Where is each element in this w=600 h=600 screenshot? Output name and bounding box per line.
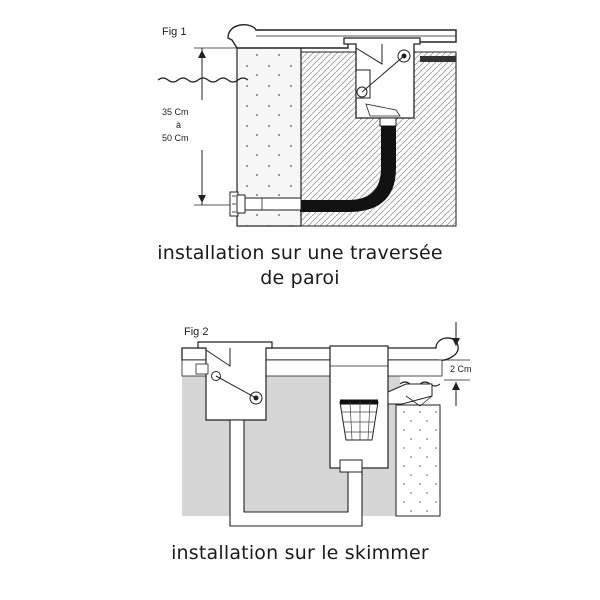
dimension-mid-label: à (176, 120, 181, 130)
dimension-top-label: 35 Cm (162, 107, 189, 117)
caption-1-line-1: installation sur une traversée (157, 242, 443, 264)
figure-1-label: Fig 1 (162, 26, 186, 38)
figure-1-diagram: Fig 1 35 Cm à 50 Cm (157, 24, 457, 227)
flexible-pipe (300, 126, 396, 212)
water-surface (157, 77, 249, 83)
pool-wall (395, 404, 441, 517)
dimension-bottom-label: 50 Cm (162, 133, 189, 143)
figure-2-diagram: Fig 2 2 Cm (181, 322, 472, 527)
figure-1-caption: installation sur une traversée de paroi (0, 241, 600, 291)
pool-wall (236, 46, 302, 227)
dimension-label: 2 Cm (450, 364, 472, 374)
caption-2-line: installation sur le skimmer (171, 542, 429, 564)
wall-passage-fitting (229, 191, 302, 217)
figure-2-label: Fig 2 (184, 326, 208, 338)
figure-2-caption: installation sur le skimmer (0, 541, 600, 566)
skimmer-left (195, 341, 273, 421)
skimmer-body (343, 37, 421, 127)
skimmer-main (329, 345, 433, 473)
caption-1-line-2: de paroi (260, 267, 340, 289)
